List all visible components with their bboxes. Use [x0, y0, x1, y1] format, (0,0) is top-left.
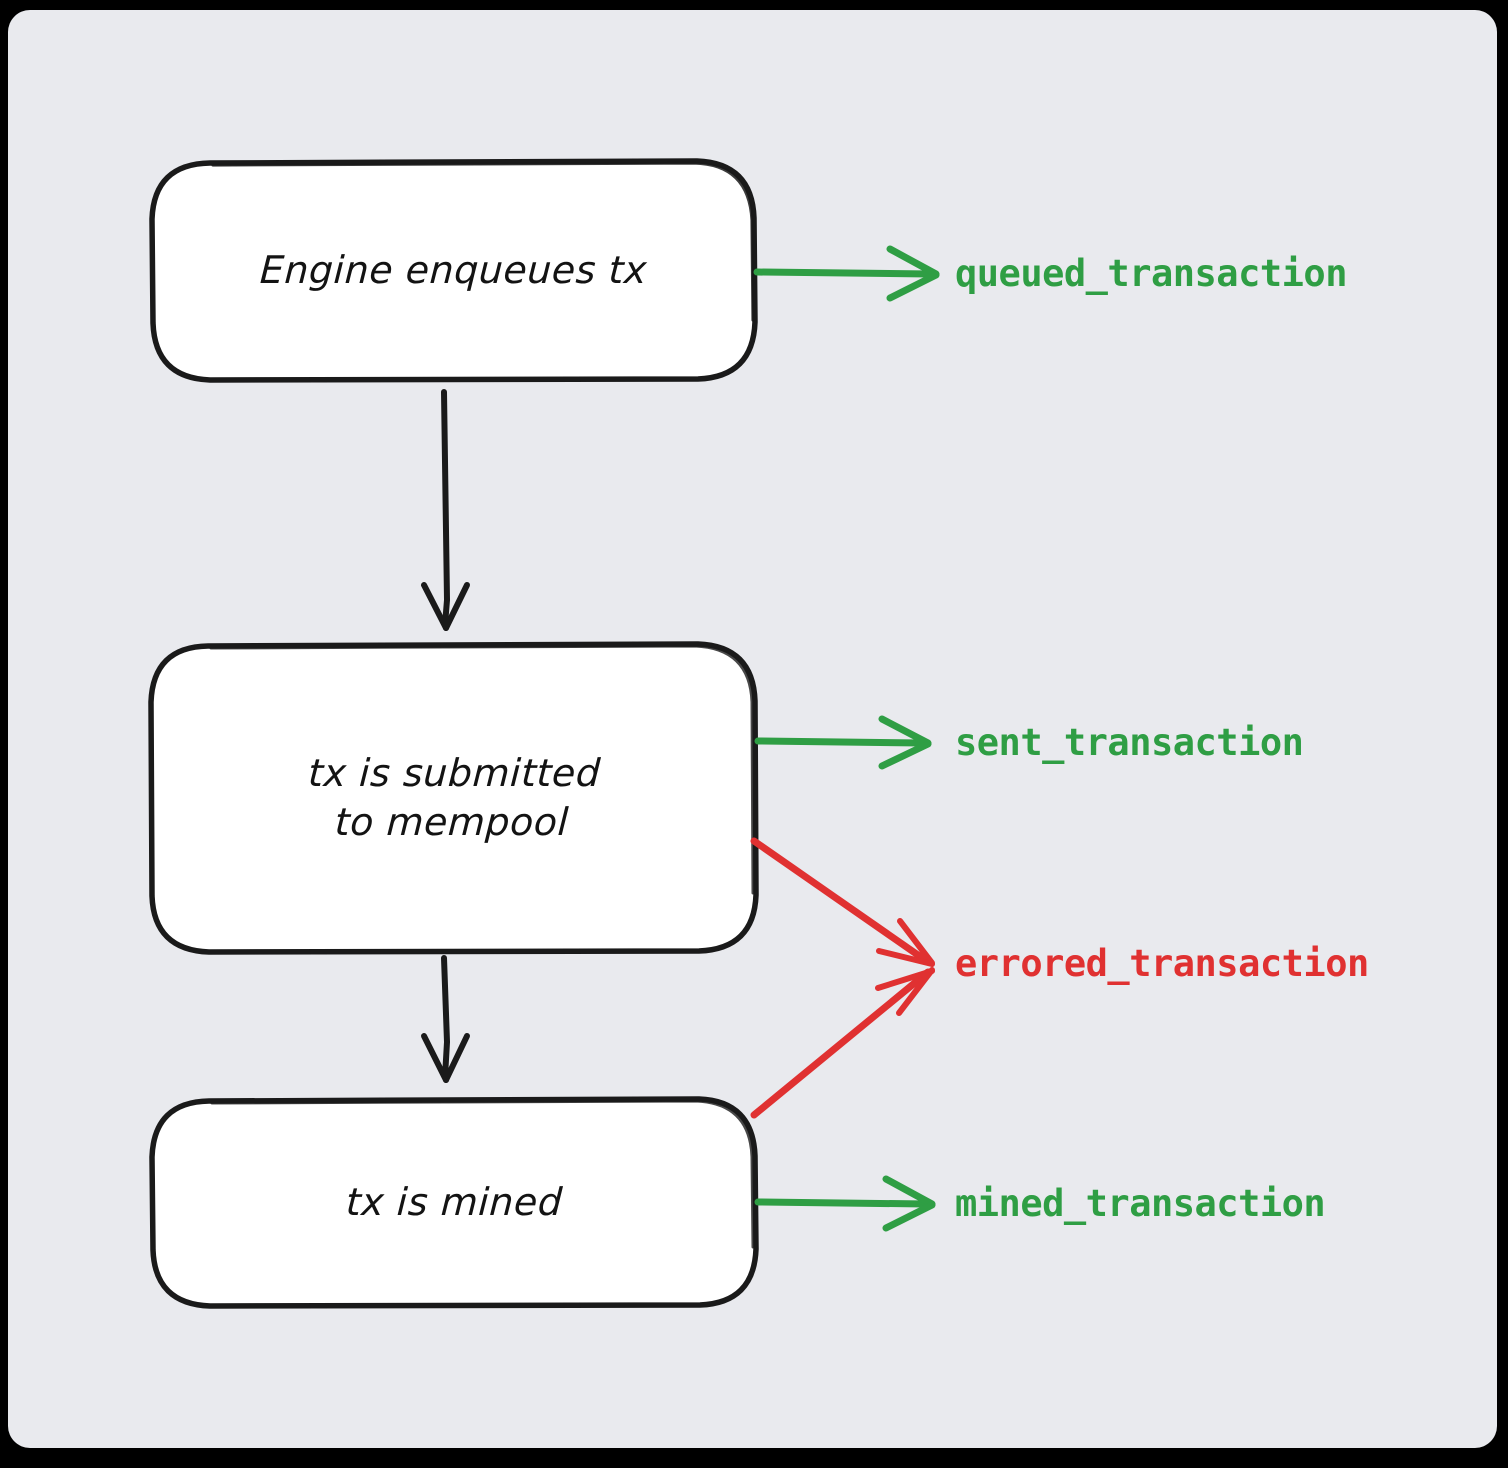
node-mined-shape[interactable]: [149, 1096, 759, 1309]
node-submit-label: tx is submitted to mempool: [307, 751, 603, 844]
node-enqueue[interactable]: Engine enqueues tx: [152, 161, 756, 380]
edge-submit-to-errored: [750, 837, 935, 967]
node-submit[interactable]: tx is submitted to mempool: [151, 644, 756, 952]
edge-mined-to-errored: [750, 967, 935, 1119]
node-enqueue-shape[interactable]: [149, 158, 758, 383]
edge-submit-to-mined: [421, 955, 470, 1083]
edge-mined-to-mined-event: [754, 1175, 936, 1232]
node-submit-shape[interactable]: [148, 641, 759, 955]
edge-enqueue-to-queued: [753, 245, 940, 302]
event-label-queued-transaction[interactable]: queued_transaction: [955, 252, 1347, 295]
event-label-mined-transaction[interactable]: mined_transaction: [955, 1182, 1326, 1225]
event-label-sent-transaction[interactable]: sent_transaction: [955, 721, 1304, 764]
edge-submit-to-sent: [754, 715, 932, 770]
node-mined-label: tx is mined: [344, 1180, 564, 1225]
node-mined[interactable]: tx is mined: [152, 1099, 756, 1306]
node-enqueue-label: Engine enqueues tx: [259, 248, 649, 293]
event-label-errored-transaction[interactable]: errored_transaction: [955, 942, 1369, 985]
edge-enqueue-to-submit: [421, 389, 470, 631]
